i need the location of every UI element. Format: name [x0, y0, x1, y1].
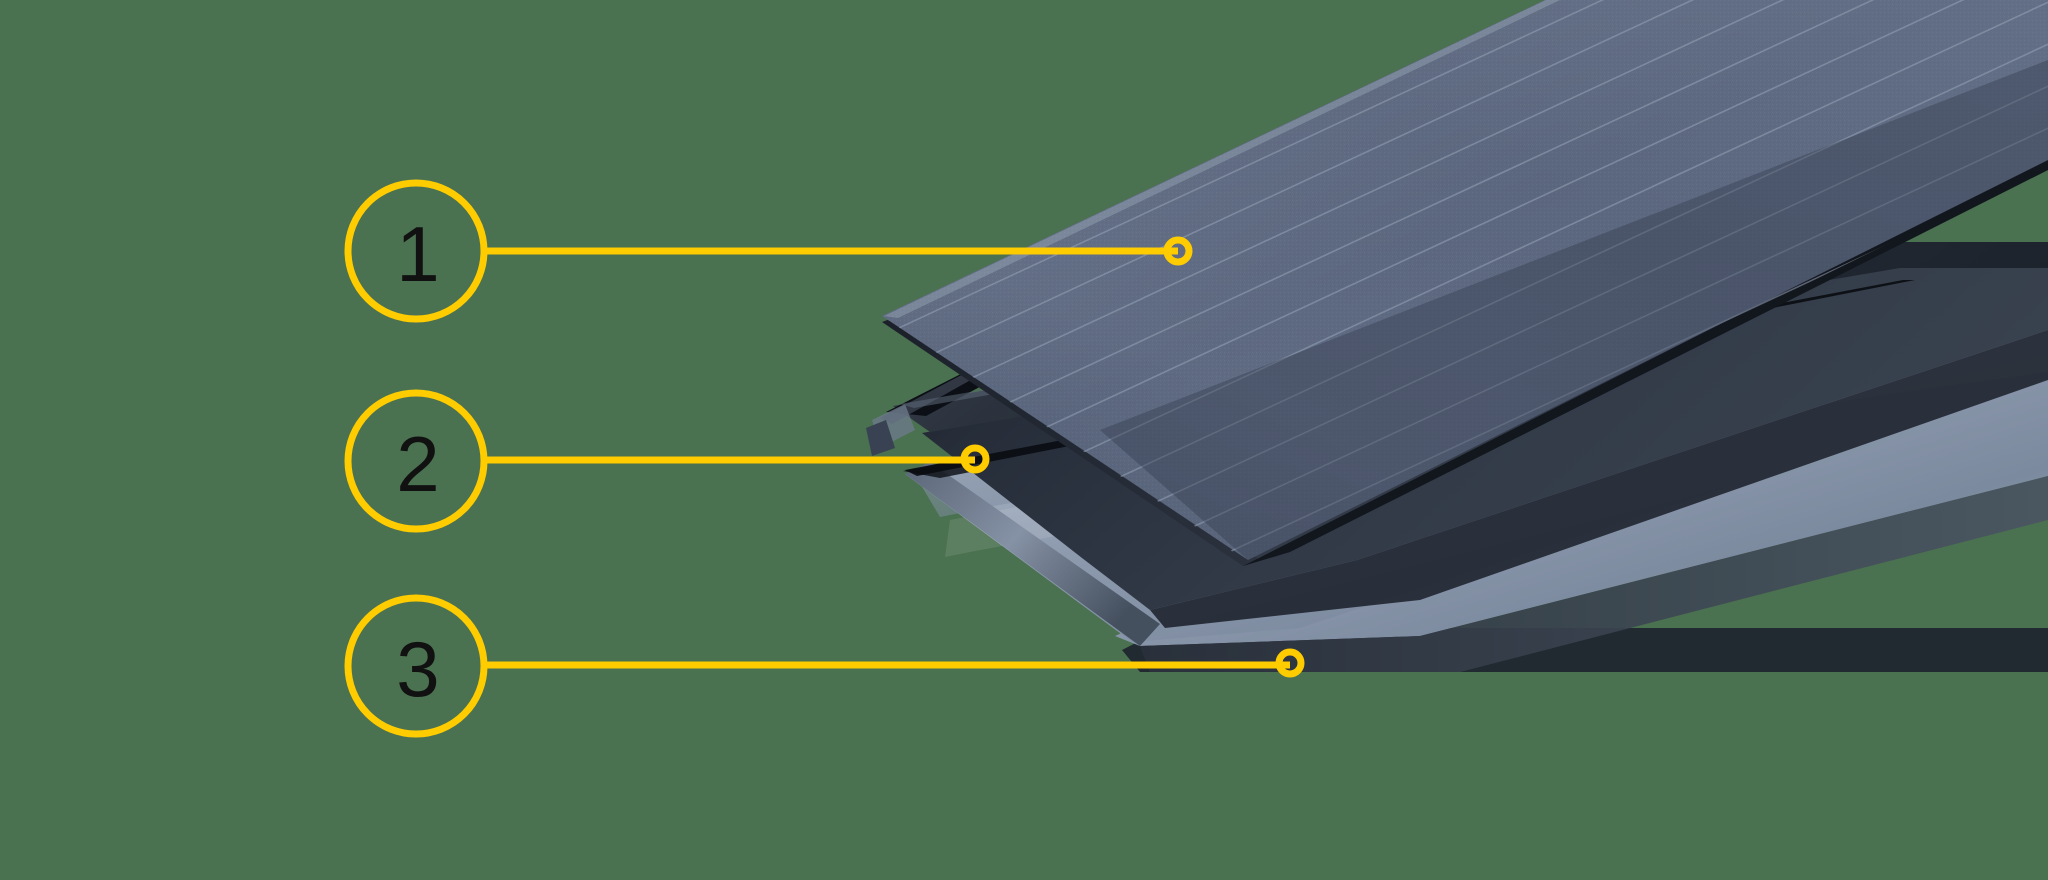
callout-2-number: 2: [396, 420, 439, 508]
callout-3[interactable]: 3: [344, 594, 1305, 738]
callout-1-number: 1: [396, 210, 439, 298]
leader-endpoint-1: [1163, 236, 1193, 266]
callout-group: 1 2 3: [344, 179, 1305, 738]
callout-2[interactable]: 2: [344, 389, 990, 533]
callout-3-number: 3: [396, 625, 439, 713]
callout-1-ring[interactable]: [344, 179, 488, 323]
callout-3-ring[interactable]: [344, 594, 488, 738]
callout-1[interactable]: 1: [344, 179, 1193, 323]
layer-photovoltaic-laminate: [882, 0, 2048, 566]
leader-endpoint-2: [960, 444, 990, 474]
callout-2-ring[interactable]: [344, 389, 488, 533]
leader-endpoint-3: [1275, 648, 1305, 678]
